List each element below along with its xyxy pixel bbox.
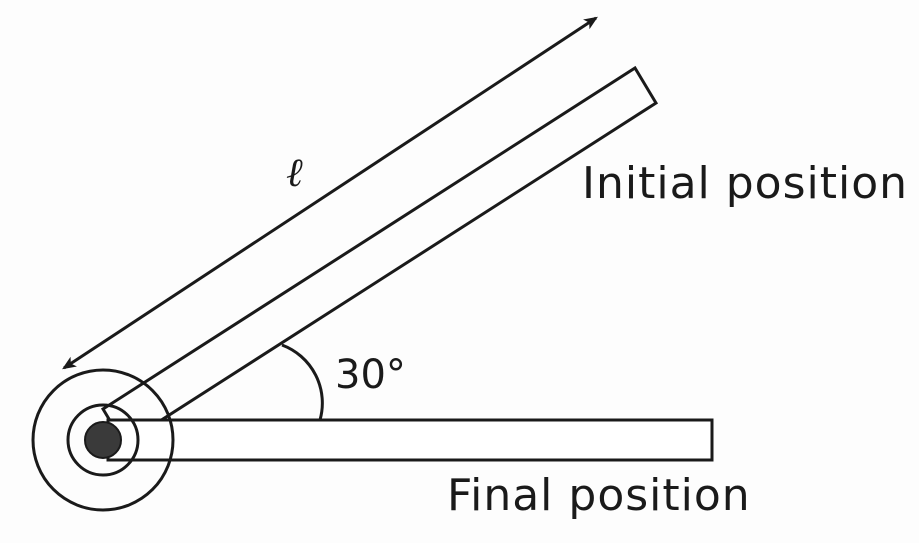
angle-arc [281, 343, 324, 421]
final-position-label: Final position [447, 470, 751, 521]
pivot-hub [84, 421, 122, 459]
length-label: ℓ [286, 150, 303, 196]
rod-final-position [106, 418, 714, 462]
initial-position-label: Initial position [582, 158, 909, 209]
length-dimension-arrow [62, 16, 598, 370]
angle-label: 30° [335, 352, 406, 398]
pivot-inner-ring [66, 403, 140, 477]
pivot-outer-ring [31, 368, 175, 512]
